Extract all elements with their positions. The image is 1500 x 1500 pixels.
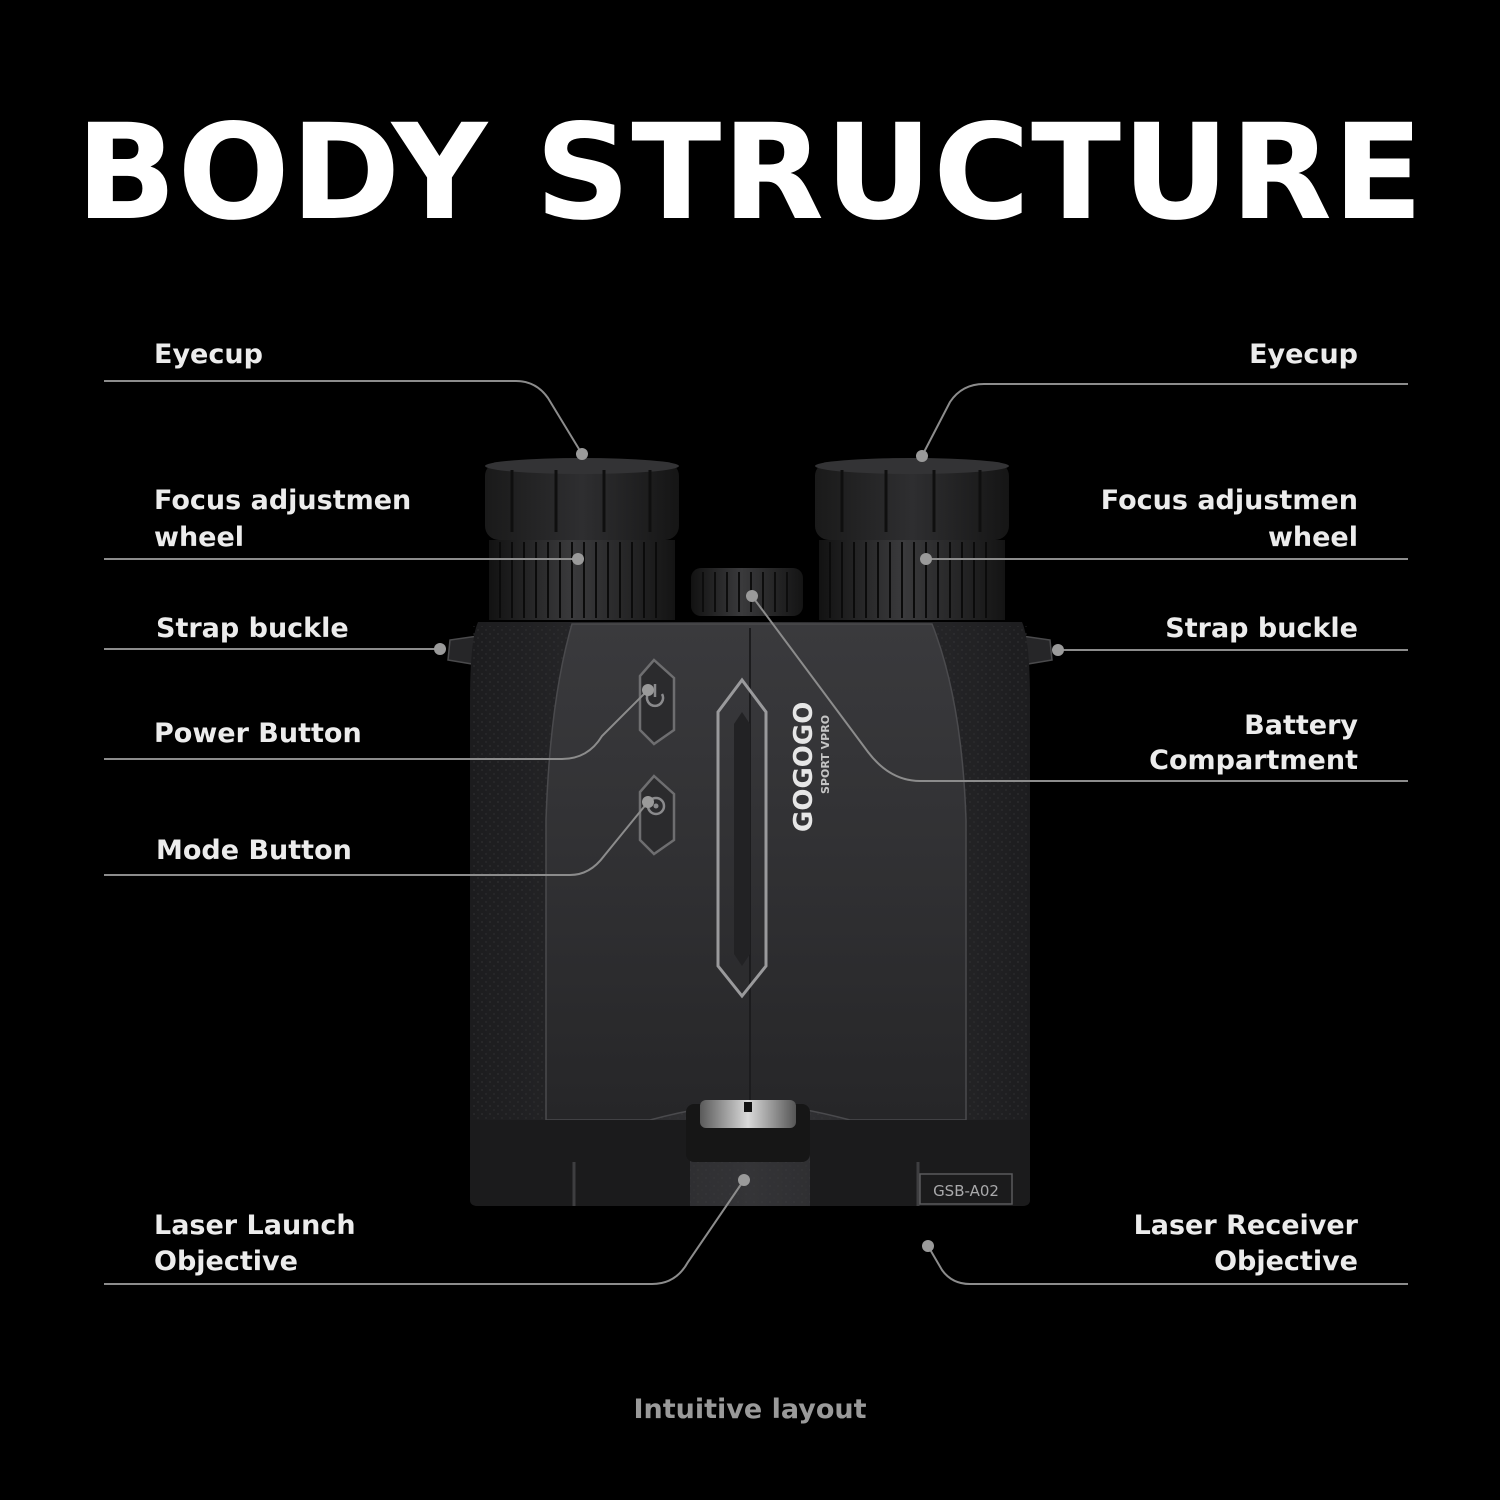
leader-dot-strap-left: [434, 643, 446, 655]
focus-wheel-right: [819, 540, 1005, 620]
label-mode: Mode Button: [156, 835, 352, 866]
brand-logo: GOGOGO: [789, 702, 819, 832]
label-power: Power Button: [154, 718, 362, 749]
label-laser-launch: Laser Launch Objective: [154, 1210, 356, 1277]
leader-dot-focus-left: [572, 553, 584, 565]
label-focus-left: Focus adjustmen wheel: [154, 485, 412, 553]
leader-eyecup-left: [104, 380, 583, 455]
label-eyecup-right: Eyecup: [1249, 339, 1358, 370]
label-laser-receiver: Laser Receiver Objective: [1133, 1210, 1358, 1277]
leader-dot-strap-right: [1052, 644, 1064, 656]
eyecup-right: [815, 458, 1009, 540]
leader-dot-mode: [642, 796, 654, 808]
label-focus-right: Focus adjustmen wheel: [1100, 485, 1358, 553]
model-number: GSB-A02: [933, 1182, 999, 1200]
leader-power: [104, 689, 649, 760]
caption: Intuitive layout: [633, 1394, 867, 1425]
leader-dot-power: [642, 684, 654, 696]
leader-dot-eyecup-right: [916, 450, 928, 462]
power-icon: [645, 684, 665, 708]
label-strap-left: Strap buckle: [156, 613, 349, 644]
model-plate: GSB-A02: [919, 1173, 1013, 1205]
leader-eyecup-right: [921, 383, 1408, 457]
leader-dot-battery: [746, 590, 758, 602]
mode-button[interactable]: [638, 774, 676, 856]
leader-mode: [104, 801, 649, 876]
label-strap-right: Strap buckle: [1165, 613, 1358, 644]
focus-wheel-left: [489, 540, 675, 620]
leader-dot-eyecup-left: [576, 448, 588, 460]
leader-dot-laser-launch: [738, 1174, 750, 1186]
label-battery: Battery Compartment: [1149, 710, 1358, 776]
leader-battery: [751, 595, 1408, 782]
page-title: BODY STRUCTURE: [75, 96, 1425, 250]
objective-housing-left: [470, 1120, 690, 1206]
laser-lens: [686, 1100, 810, 1162]
leader-laser-launch: [104, 1179, 745, 1285]
objective-housing-right: [810, 1120, 1030, 1206]
brand-tagline: SPORT VPRO: [819, 715, 832, 794]
power-button[interactable]: [638, 658, 676, 746]
leader-dot-focus-right: [920, 553, 932, 565]
label-eyecup-left: Eyecup: [154, 339, 263, 370]
leader-laser-receiver: [927, 1245, 1408, 1285]
leader-dot-laser-receiver: [922, 1240, 934, 1252]
eyecup-left: [485, 458, 679, 540]
battery-compartment-cap: [691, 568, 803, 616]
